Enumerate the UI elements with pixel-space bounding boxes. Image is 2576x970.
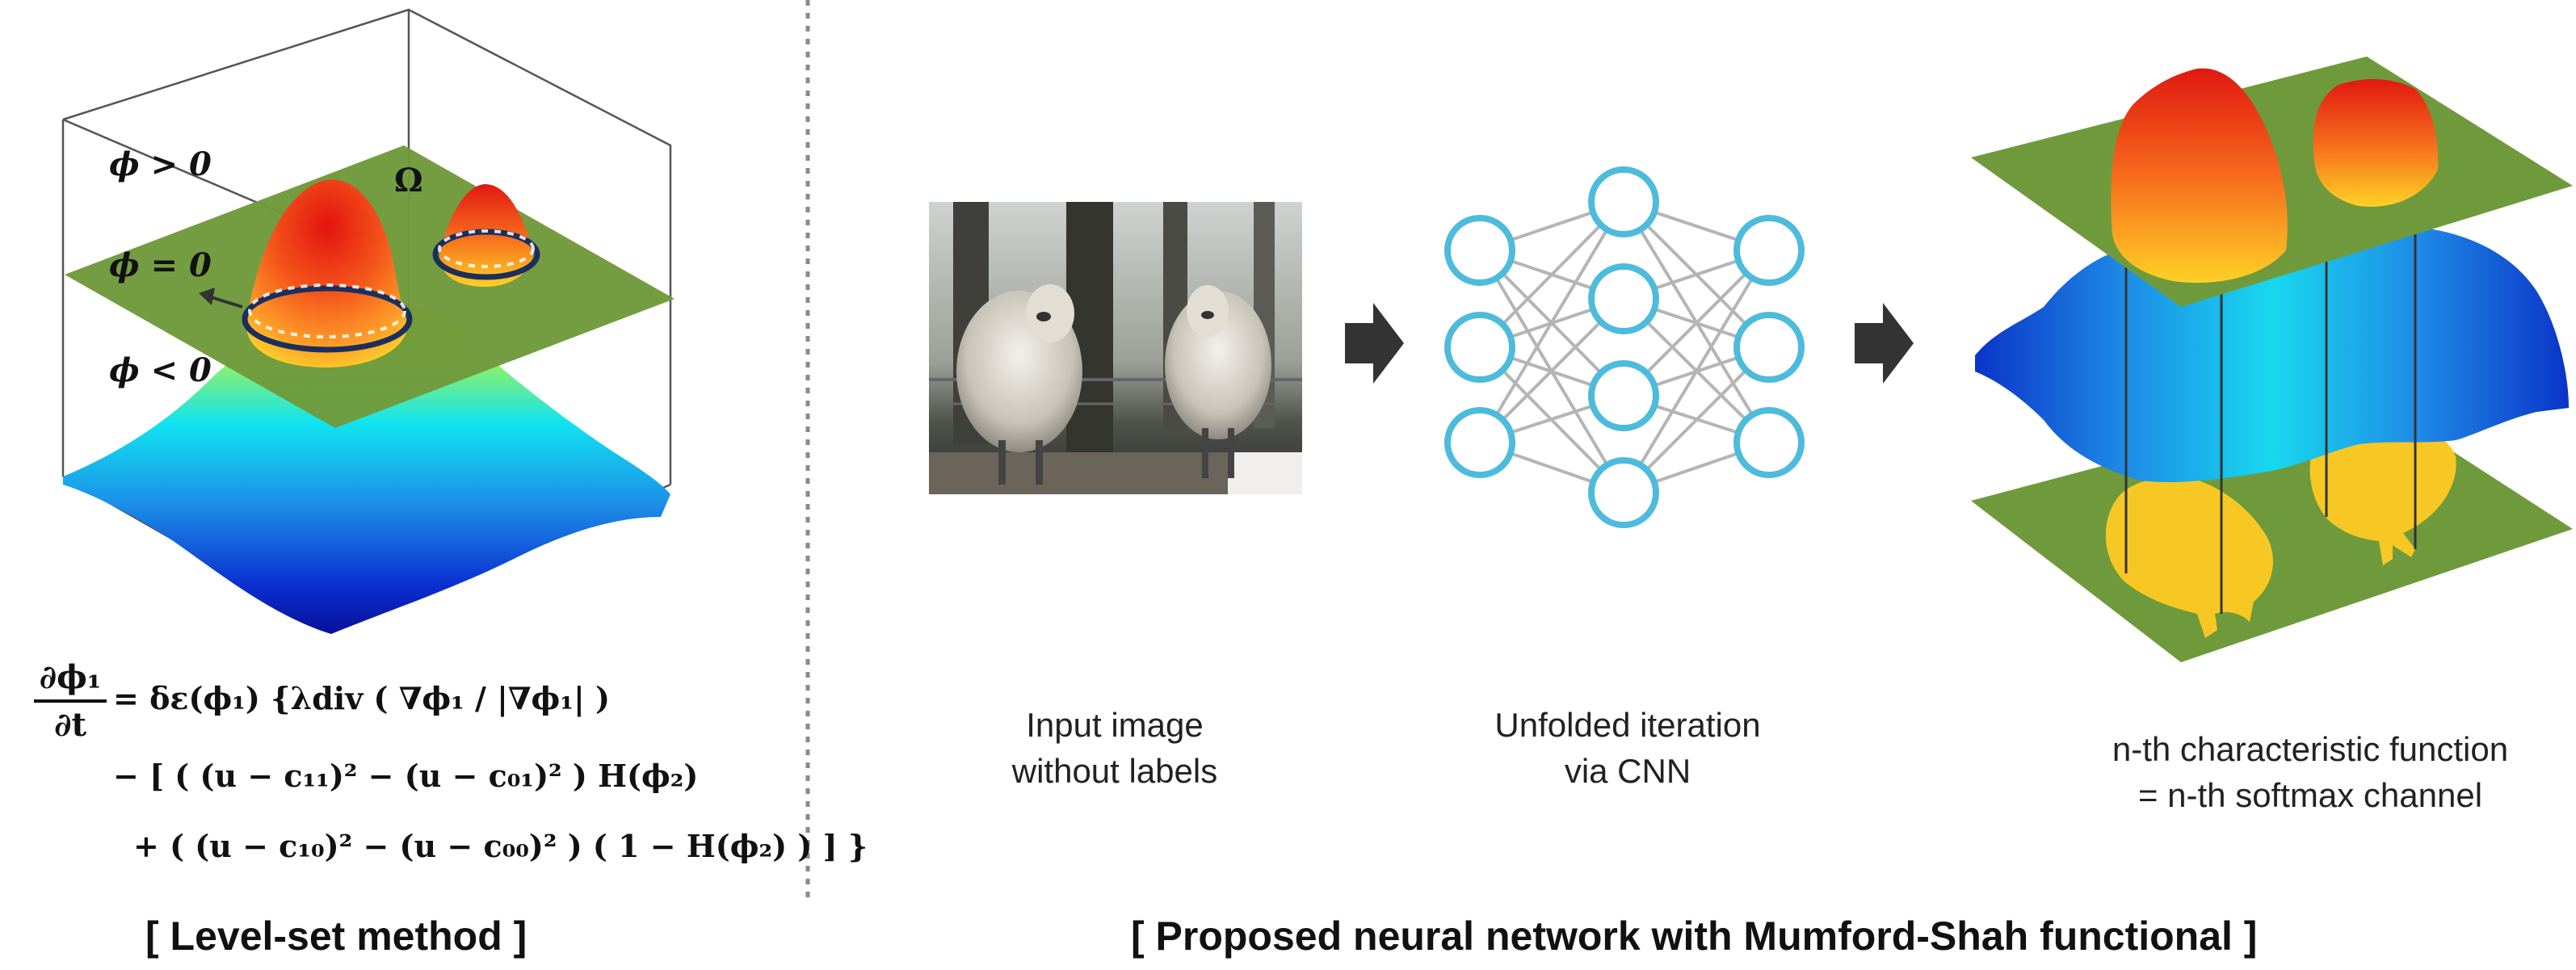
phi-surface-lower <box>63 309 670 634</box>
label-output: n-th characteristic function = n-th soft… <box>2068 727 2553 818</box>
sheep-silhouette-left <box>2105 477 2273 638</box>
cnn-node <box>1444 407 1515 478</box>
label-input-line2: without labels <box>1011 751 1218 790</box>
cnn-node <box>1588 166 1659 237</box>
flow-arrow-1 <box>1345 303 1404 384</box>
equation-line-1: = δε(ϕ₁) {λdiv ( ∇ϕ₁ / |∇ϕ₁| ) <box>113 680 610 716</box>
evolution-arrowhead <box>199 288 215 305</box>
cnn-node <box>1444 312 1515 383</box>
cnn-network <box>1444 166 1805 528</box>
cnn-node <box>1733 312 1805 383</box>
cnn-node <box>1444 215 1515 286</box>
label-phi-zero: ϕ = 0 <box>109 246 212 284</box>
flow-arrow-2 <box>1855 303 1914 384</box>
cnn-node <box>1733 215 1805 286</box>
equation-lhs-numerator: ∂ϕ₁ <box>39 658 102 696</box>
phi-peak-small <box>439 184 533 287</box>
label-output-line2: = n-th softmax channel <box>2137 775 2483 814</box>
input-image <box>929 202 1302 494</box>
zero-contour-small-dotted <box>438 229 535 268</box>
sheep-silhouette-right <box>2309 421 2456 565</box>
fraction-bar <box>34 699 107 703</box>
caption-proposed: [ Proposed neural network with Mumford-S… <box>1131 913 2258 959</box>
label-omega: Ω <box>394 162 423 199</box>
equation-lhs: ∂ϕ₁ ∂t <box>34 658 107 744</box>
label-cnn-line2: via CNN <box>1564 751 1691 790</box>
peak-large <box>2111 68 2288 283</box>
peak-small <box>2313 79 2439 207</box>
zero-contour-large-dotted <box>248 283 406 338</box>
zero-contour-large <box>242 285 413 353</box>
label-input-image: Input image without labels <box>953 703 1276 794</box>
label-phi-negative: ϕ < 0 <box>109 351 212 389</box>
equation-lhs-denominator: ∂t <box>54 706 86 744</box>
cnn-edge <box>1478 200 1625 444</box>
label-phi-positive: ϕ > 0 <box>109 145 212 183</box>
evolution-arrow <box>208 295 243 309</box>
label-output-line1: n-th characteristic function <box>2112 730 2509 768</box>
phi-peak-large <box>246 179 408 367</box>
label-cnn-line1: Unfolded iteration <box>1494 706 1761 744</box>
cnn-edge <box>1622 249 1771 494</box>
cnn-node <box>1733 407 1805 478</box>
levelset-illustration <box>61 8 674 634</box>
equation-line-3: + ( (u − c₁₀)² − (u − c₀₀)² ) ( 1 − H(ϕ₂… <box>133 828 868 864</box>
cnn-node <box>1588 263 1659 334</box>
label-cnn: Unfolded iteration via CNN <box>1446 703 1809 794</box>
phi-surface-noisy <box>1975 225 2569 482</box>
equation-line-2: − [ ( (u − c₁₁)² − (u − c₀₁)² ) H(ϕ₂) <box>113 758 699 794</box>
caption-levelset: [ Level-set method ] <box>145 913 527 959</box>
output-illustration <box>1971 57 2573 662</box>
cnn-node <box>1588 457 1659 528</box>
cnn-node <box>1588 360 1659 431</box>
box-edges-back <box>62 8 672 485</box>
label-input-line1: Input image <box>1026 706 1204 744</box>
